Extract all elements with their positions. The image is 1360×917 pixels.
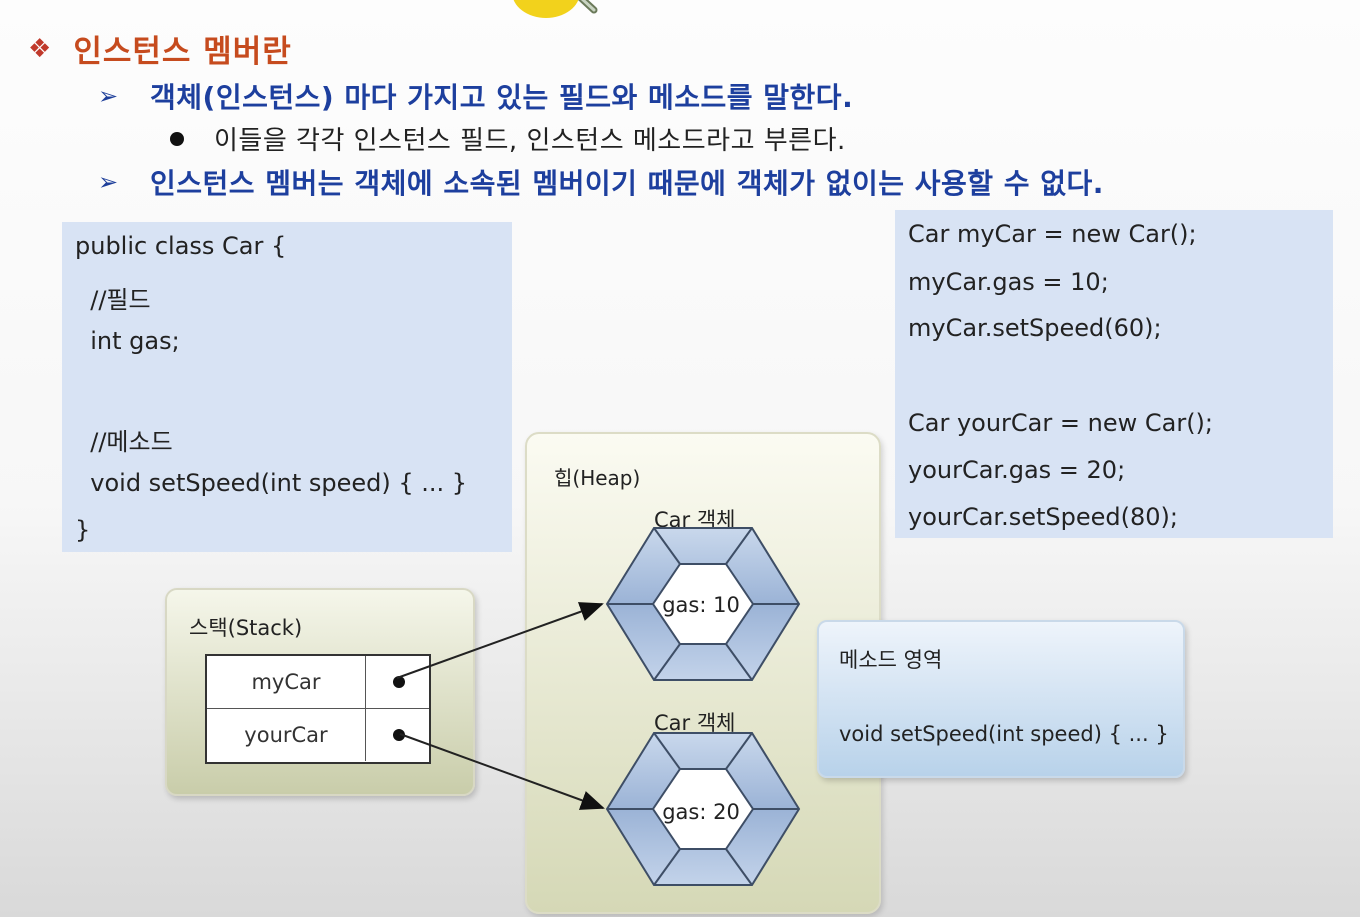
code-line: yourCar.setSpeed(80); <box>908 503 1178 531</box>
round-bullet-icon <box>170 131 184 146</box>
stack-table: myCar yourCar <box>205 654 431 764</box>
code-line: Car yourCar = new Car(); <box>908 409 1214 437</box>
code-line: //필드 <box>75 286 151 314</box>
car-object-hexagon <box>605 732 801 886</box>
car-object-hexagon <box>605 527 801 681</box>
mycar-reference-arrow <box>396 602 604 679</box>
diamond-bullet-icon: ❖ <box>28 33 52 64</box>
pencil-icon <box>513 0 598 18</box>
sub-point-1-text: 이들을 각각 인스턴스 필드, 인스턴스 메소드라고 부른다. <box>214 126 846 156</box>
point-1-text: 객체(인스턴스) 마다 가지고 있는 필드와 메소드를 말한다. <box>150 81 854 114</box>
code-line: public class Car { <box>75 232 287 260</box>
usage-code-box: Car myCar = new Car(); myCar.gas = 10; m… <box>895 210 1333 538</box>
method-area-code: void setSpeed(int speed) { ... } <box>839 722 1169 746</box>
code-line: } <box>75 516 91 544</box>
code-line: //메소드 <box>75 428 173 456</box>
code-line: myCar.setSpeed(60); <box>908 314 1162 342</box>
point-1: ➢ 객체(인스턴스) 마다 가지고 있는 필드와 메소드를 말한다. <box>98 76 853 116</box>
code-line: void setSpeed(int speed) { ... } <box>75 469 468 497</box>
method-area: 메소드 영역 void setSpeed(int speed) { ... } <box>817 620 1185 778</box>
class-code-box: public class Car { //필드 int gas; //메소드 v… <box>62 222 512 552</box>
sub-point-1: 이들을 각각 인스턴스 필드, 인스턴스 메소드라고 부른다. <box>170 120 846 157</box>
reference-dot-icon <box>393 676 405 688</box>
heap-object-value: gas: 20 <box>662 800 740 824</box>
heap-area: 힙(Heap) Car 객체 gas: 10 Car 객체 ga <box>525 432 881 914</box>
stack-title: 스택(Stack) <box>189 616 303 640</box>
heap-title: 힙(Heap) <box>554 466 641 490</box>
method-area-title: 메소드 영역 <box>839 648 943 672</box>
yourcar-reference-arrow <box>399 733 605 810</box>
stack-row: yourCar <box>207 709 429 761</box>
code-line: Car myCar = new Car(); <box>908 220 1197 248</box>
stack-row: myCar <box>207 656 429 709</box>
slide-title: 인스턴스 멤버란 <box>73 34 292 70</box>
point-2: ➢ 인스턴스 멤버는 객체에 소속된 멤버이기 때문에 객체가 없이는 사용할 … <box>98 162 1104 202</box>
code-line: yourCar.gas = 20; <box>908 456 1126 484</box>
code-line: myCar.gas = 10; <box>908 268 1109 296</box>
stack-variable-name: yourCar <box>207 709 366 761</box>
heap-object-label: Car 객체 <box>654 711 736 735</box>
slide-title-row: ❖ 인스턴스 멤버란 <box>28 26 292 71</box>
stack-area: 스택(Stack) myCar yourCar <box>165 588 475 796</box>
arrow-bullet-icon: ➢ <box>98 168 119 196</box>
reference-dot-icon <box>393 729 405 741</box>
heap-object-value: gas: 10 <box>662 593 740 617</box>
code-line: int gas; <box>75 327 180 355</box>
arrow-bullet-icon: ➢ <box>98 82 119 110</box>
stack-variable-name: myCar <box>207 656 366 708</box>
point-2-text: 인스턴스 멤버는 객체에 소속된 멤버이기 때문에 객체가 없이는 사용할 수 … <box>150 167 1104 200</box>
